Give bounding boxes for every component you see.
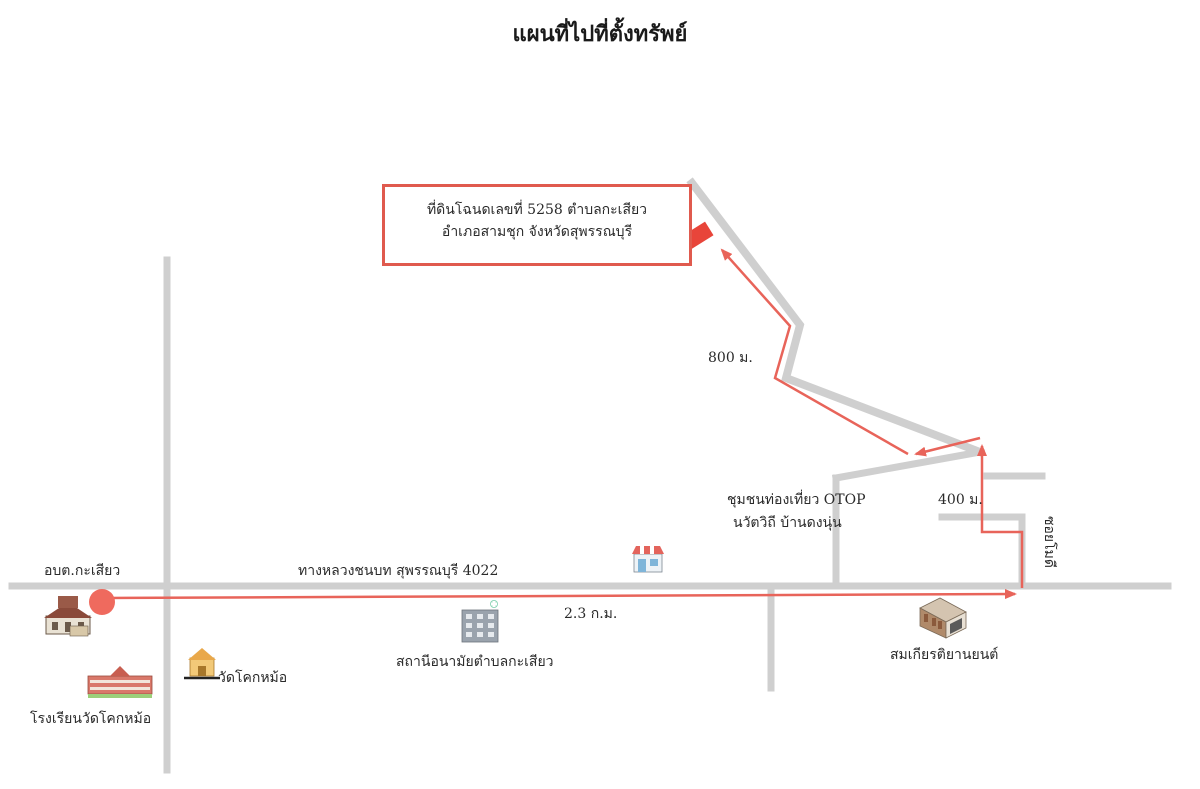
map-title: แผนที่ไปที่ตั้งทรัพย์ [512, 21, 688, 47]
highway-label: ทางหลวงชนบท สุพรรณบุรี 4022 [298, 563, 499, 579]
shop-icon [632, 546, 664, 573]
town-hall-icon [44, 596, 92, 637]
start-label: อบต.กะเสียว [44, 563, 121, 579]
property-location-box: ที่ดินโฉนดเลขที่ 5258 ตำบลกะเสียว อำเภอส… [382, 184, 692, 266]
route-main-arrow [103, 589, 1017, 600]
property-line-1: ที่ดินโฉนดเลขที่ 5258 ตำบลกะเสียว [426, 202, 648, 218]
route-soi-segment [977, 444, 1024, 588]
village-road [831, 447, 985, 483]
health-station-label: สถานีอนามัยตำบลกะเสียว [396, 654, 554, 670]
temple-label: วัดโคกหม้อ [218, 670, 288, 686]
start-point-marker [89, 589, 115, 615]
diagonal-lane [686, 177, 986, 458]
otop-label-line-2: นวัตวิถี บ้านดงนุ่น [733, 515, 842, 531]
garage-label: สมเกียรติยานยนต์ [890, 647, 999, 663]
diagonal-distance-label: 800 ม. [708, 350, 753, 366]
route-village-segment [914, 436, 981, 457]
soi-label: ซอยโมดี [1041, 516, 1057, 568]
property-line-2: อำเภอสามชุก จังหวัดสุพรรณบุรี [441, 224, 633, 240]
otop-label-line-1: ชุมชนท่องเที่ยว OTOP [727, 492, 866, 508]
main-distance-label: 2.3 ก.ม. [564, 606, 618, 622]
route-diagonal-segment [720, 248, 909, 456]
garage-icon [919, 597, 967, 639]
road-network [8, 177, 1172, 774]
school-icon [87, 666, 153, 698]
school-label: โรงเรียนวัดโคกหม้อ [30, 711, 152, 727]
hospital-icon [461, 600, 499, 643]
route-path [103, 248, 1024, 600]
north-distance-label: 400 ม. [938, 492, 983, 508]
temple-icon [184, 648, 220, 680]
